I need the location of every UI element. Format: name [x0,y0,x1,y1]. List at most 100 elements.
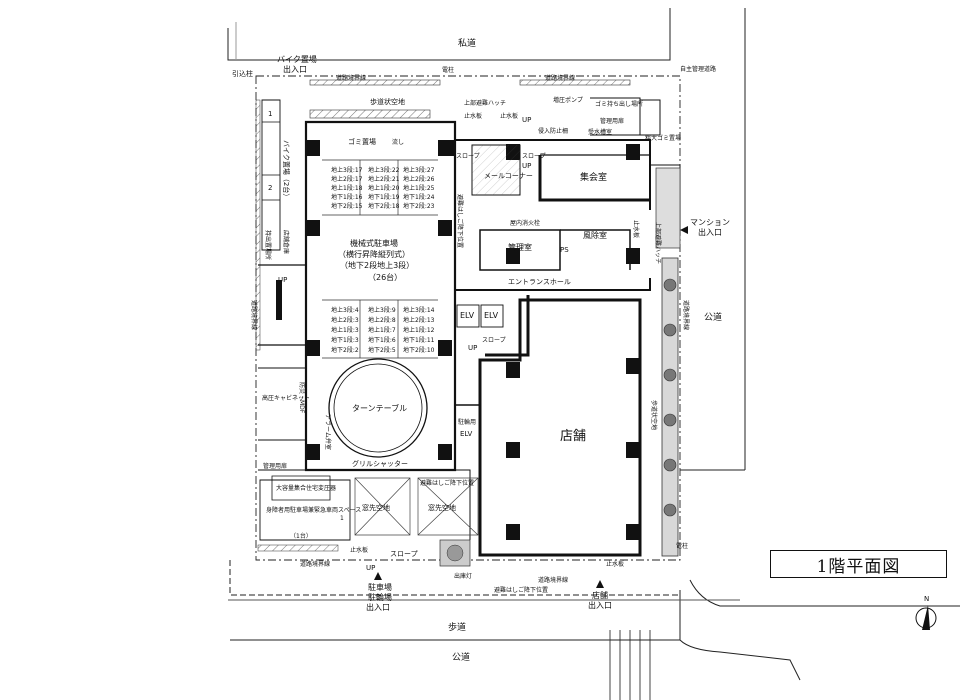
parking-slot-label: 地上1段:12 [403,326,435,334]
parking-entrance-label-1: 駐車場 [368,582,392,592]
road-boundary-top-right-label: 道路境界線 [545,74,575,82]
garbage-pickup-label: ゴミ持ち出し場所 [595,100,643,108]
parking-lower-slots: 地上3段:4 地上3段:9 地上3段:14 地上2段:3 地上2段:8 地上2段… [331,306,435,354]
road-boundary-bottom-right-label: 道路境界線 [538,576,568,584]
road-boundary-right-label: 道路境界線 [682,300,690,330]
up-5-label: UP [366,564,375,572]
bike-slot-2: 2 [268,184,272,192]
parking-slot-label: 地上3段:9 [368,306,396,314]
outlet-light-label: 出庫灯 [454,572,472,580]
street-trees [663,278,677,517]
parking-slot-label: 地下2段:5 [368,346,396,354]
bike-entrance-label-2: 出入口 [283,64,307,74]
parking-slot-label: 地上2段:21 [368,175,400,183]
mail-corner-label: メールコーナー [484,172,533,180]
shop-label: 店舗 [560,429,586,444]
parking-slot-label: 地上2段:17 [331,175,363,183]
parking-slot-label: 地上3段:4 [331,306,359,314]
window-space-1-label: 窓先空地 [362,503,390,512]
mechanical-parking-line4: （26台） [368,272,402,282]
parking-slot-label: 地下2段:2 [331,346,359,354]
bike-elv-label: 駐輪用 [458,418,476,426]
water-stop-5-label: 止水板 [606,560,624,568]
elv-2-label: ELV [484,311,499,320]
management-door-2-label: 管理用扉 [600,117,624,125]
window-space-lines [354,477,479,536]
parking-slot-label: 地上2段:3 [331,316,359,324]
cart-label: 持出置場所 [264,230,272,260]
shop-entrance-arrow-icon [596,580,604,588]
parking-slot-label: 地下1段:3 [331,336,359,344]
sidewalk-space-top-strip [309,109,431,119]
parking-slot-label: 地上3段:27 [403,166,435,174]
sidewalk-label: 歩道 [448,621,466,633]
mansion-entrance-label-2: 出入口 [698,227,722,237]
parking-slot-label: 地下2段:10 [403,346,435,354]
parking-slot-label: 地上1段:25 [403,184,435,192]
management-door-label: 管理用扉 [263,462,287,470]
parking-slot-label: 地上1段:3 [331,326,359,334]
shop-entrance-label-2: 出入口 [588,600,612,610]
road-boundary-left-label: 道路境界線 [250,300,258,330]
meter-label: 大容量集合住宅変圧器 [276,484,336,492]
public-road-bottom-label: 公道 [452,651,470,663]
fire-escape-label: 避難はしご降下位置 [456,194,464,248]
accessible-count-label: （1台） [290,532,312,540]
parking-slot-label: 地下1段:24 [403,193,435,201]
parking-slot-label: 地下2段:23 [403,202,435,210]
ladder-landing-label: 避難はしご降下位置 [420,479,474,487]
bike-parking-label: バイク置場（2台） [282,140,291,200]
pole-top-label: 電柱 [442,66,454,74]
slope-4-label: スロープ [390,550,418,558]
window-space-2-label: 窓先空地 [428,503,456,512]
sidewalk-space-top-label: 歩道状空地 [370,97,405,106]
parking-slot-label: 地上2段:13 [403,316,435,324]
mdf-label: 防災・MDF [298,382,306,414]
entrance-hall-label: エントランスホール [508,278,571,286]
drawing-title: 1階平面図 [770,550,947,578]
mechanical-parking-line2: （横行昇降縦列式） [338,249,410,259]
bike-entrance-label-1: バイク置場 [277,54,317,64]
pump-room-label: 受水槽室 [588,128,612,136]
pump-label: 増圧ポンプ [553,96,583,104]
management-room-label: 管理室 [508,242,532,252]
parking-grid [322,159,438,359]
parking-slot-label: 地下1段:11 [403,336,435,344]
parking-entrance-arrow-icon [374,572,382,580]
parking-entrance-label-3: 出入口 [366,602,390,612]
accessible-parking-label: 身障者用駐車場兼緊急車両スペース [266,506,361,514]
top-hatch-label: 上部避難ハッチ [464,99,506,107]
pole-right-label: 電柱 [676,542,688,550]
hydrant-label: 屋内消火栓 [510,219,540,227]
parking-slot-label: 地上2段:8 [368,316,396,324]
public-road-right-label: 公道 [704,311,722,323]
parking-slot-label: 地上1段:18 [331,184,363,192]
slope-3-label: スロープ [482,337,506,344]
parking-upper-slots: 地上3段:17 地上3段:22 地上3段:27 地上2段:17 地上2段:21 … [331,166,435,210]
meeting-room-label: 集会室 [580,171,607,183]
parking-slot-label: 地上3段:17 [331,166,363,174]
mechanical-parking-line1: 機械式駐車場 [350,238,398,248]
parking-entrance-label-2: 駐輪場 [368,592,392,602]
up-2-label: UP [522,162,531,170]
accessible-slot-label: 1 [340,515,344,522]
site-context [227,8,960,700]
left-boundary-strip [255,99,261,351]
alarm-label: アラーム弁室 [324,414,332,450]
shop-storage-label: 店舗倉庫 [282,230,290,254]
slope-1-label: スロープ [456,153,480,160]
mansion-entrance-arrow-icon [680,226,688,234]
road-boundary-strip-top-left [309,79,441,86]
planter-right [655,167,681,249]
water-stop-1-label: 止水板 [464,112,482,120]
large-garbage-label: 粗大ゴミ置場 [645,134,681,142]
north-compass-icon: N [915,595,937,630]
self-managed-road-label: 自主管理道路 [680,65,716,73]
road-boundary-strip-top-right [519,79,631,86]
intrusion-fence-label: 侵入防止柵 [538,127,568,135]
shop-entrance-label-1: 店舗 [592,590,608,600]
up-4-label: UP [468,344,477,352]
private-road-label: 私道 [458,37,476,49]
parking-slot-label: 地上3段:14 [403,306,435,314]
